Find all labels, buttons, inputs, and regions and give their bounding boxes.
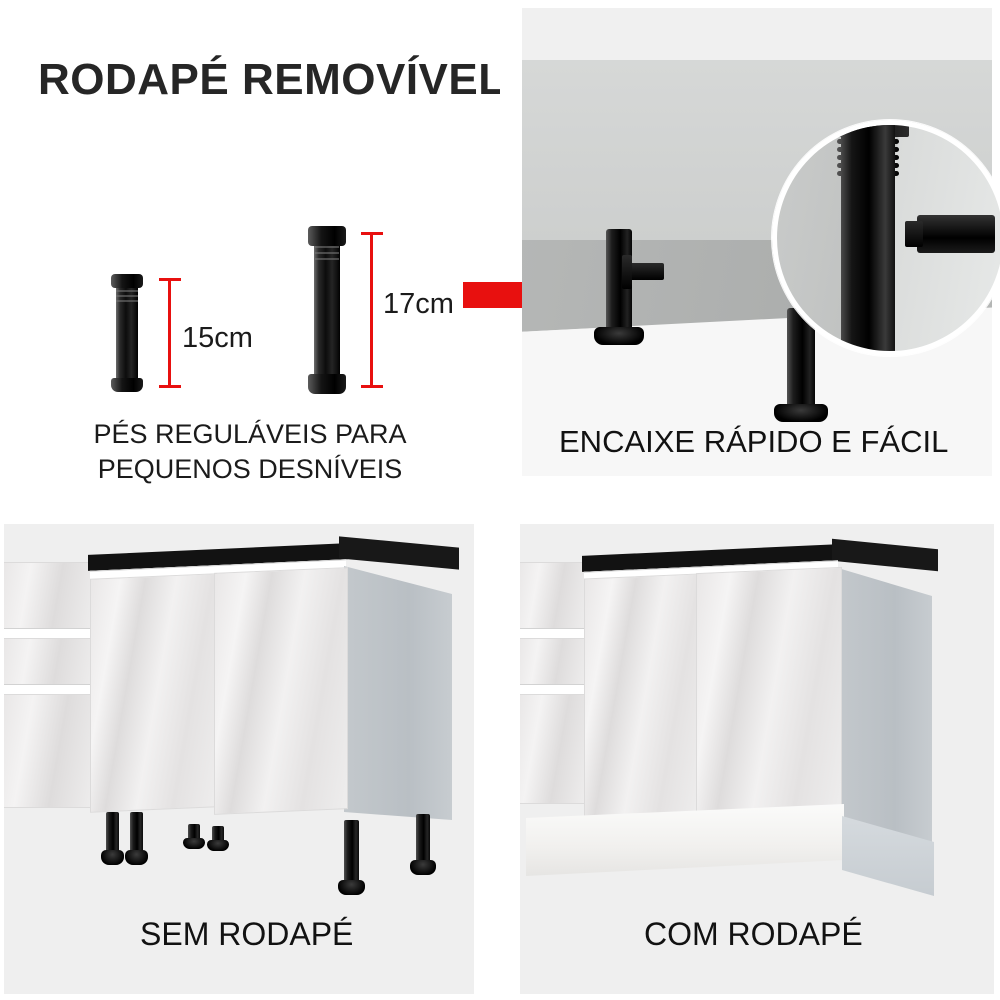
leg-clip-bracket [622,263,664,280]
foot-cap-top [308,225,346,247]
countertop-side [832,538,938,572]
leg-shaft [416,814,430,868]
leg-shaft [787,308,815,416]
cabinet-leg-rear [183,824,205,849]
cabinet-leg [410,814,436,875]
cabinet-door-left[interactable] [90,573,217,813]
panel-adjustable-feet: RODAPÉ REMOVÍVEL 15cm 17cm [0,0,500,500]
leg-shaft [212,826,224,844]
side-unit-drawer [4,638,96,686]
leg-shaft [344,820,359,888]
measure-rule-17cm [360,232,383,388]
panel-with-skirting: COM RODAPÉ [520,524,994,994]
foot-cap-bottom [308,373,346,395]
foot-thread-line [314,258,340,260]
leg-shaft [130,812,143,858]
cabinet-leg [338,820,365,895]
foot-thread-line [314,252,340,254]
magnifier-detail-circle [772,120,1000,356]
measure-label-17cm: 17cm [383,288,454,320]
foot-thread-line [116,295,138,297]
attach-caption: ENCAIXE RÁPIDO E FÁCIL [559,424,949,459]
foot-thread-line [116,300,138,302]
measure-cap-top [158,278,181,281]
side-unit-drawer [4,562,96,630]
leg-clip-stem [622,255,632,289]
side-unit-drawer [520,694,588,804]
foot-thread-line [314,246,340,248]
leg-base [100,850,125,865]
cabinet-leg-rear [207,826,229,851]
leg-base [774,404,828,422]
measure-cap-bottom [360,385,383,388]
cabinet-door-right[interactable] [696,566,842,826]
cabinet-leg [124,812,149,865]
measure-cap-bottom [158,385,181,388]
leg-shaft [188,824,200,842]
foot-cap-top [111,273,143,288]
foot-tall-illustration [308,225,346,395]
foot-shaft [116,278,138,388]
foot-short-illustration [111,273,143,393]
leg-post-magnified [841,125,895,351]
cabinet-leg [100,812,125,865]
caption-with-skirting: COM RODAPÉ [644,916,863,952]
measure-cap-top [360,232,383,235]
leg-base [207,840,229,851]
cabinet-side-panel [344,566,452,820]
feet-caption: PÉS REGULÁVEIS PARA PEQUENOS DESNÍVEIS [93,419,407,485]
clip-bracket-magnified [905,215,995,253]
leg-base [338,880,365,895]
caption-without-skirting: SEM RODAPÉ [140,916,354,952]
cabinet-door-left[interactable] [584,573,699,823]
foot-shaft [314,232,340,388]
leg-base [410,860,436,875]
panel-without-skirting: SEM RODAPÉ [4,524,474,994]
measure-label-15cm: 15cm [182,322,253,354]
cabinet-leg-front [594,229,644,345]
leg-base [183,838,205,849]
side-unit-drawer [520,562,588,630]
skirting-board-front [526,804,844,876]
side-unit-drawer [4,694,96,808]
cabinet-leg-rear [774,308,828,422]
leg-base [124,850,149,865]
leg-base [594,327,644,345]
foot-cap-bottom [111,378,143,393]
page-title: RODAPÉ REMOVÍVEL [38,55,500,104]
countertop-side [339,536,459,570]
measure-rule-15cm [158,278,181,388]
cabinet-door-right[interactable] [214,567,348,815]
leg-shaft [106,812,119,858]
cabinet-side-panel [838,568,932,842]
side-unit-drawer [520,638,588,686]
foot-thread-line [116,290,138,292]
